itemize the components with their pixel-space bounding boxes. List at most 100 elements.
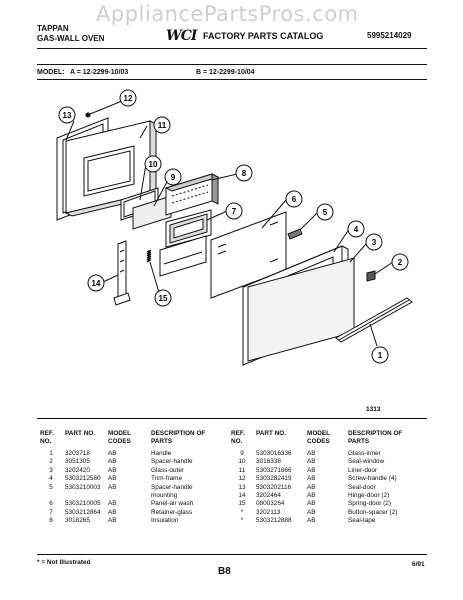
description-cell: Seal-window (348, 458, 385, 466)
part-number-cell: 3202420 (65, 466, 90, 474)
callout-14: 14 (87, 274, 105, 292)
svg-text:15: 15 (159, 294, 168, 303)
model-code-cell: AB (307, 475, 316, 483)
callout-10: 10 (144, 155, 162, 173)
description-cell: Spacer-handle (151, 458, 193, 466)
ref-cell: 11 (238, 466, 246, 474)
ref-cell: 5 (49, 483, 53, 491)
model-code-cell: AB (108, 517, 117, 525)
svg-text:13: 13 (63, 111, 72, 120)
table-row: 8 3018265 AB Insulation (40, 517, 224, 525)
model-code-cell: AB (307, 450, 316, 457)
callout-7: 7 (225, 202, 243, 220)
svg-text:7: 7 (232, 207, 237, 216)
part-number-cell: 08003264 (256, 500, 285, 508)
svg-text:14: 14 (92, 279, 101, 288)
part-number-cell: 5303212888 (256, 517, 292, 525)
footnote: * = Not Illustrated (37, 559, 91, 566)
parts-table-left: REF. NO. PART NO. MODEL CODES DESCRIPTIO… (40, 430, 224, 526)
callout-6: 6 (285, 190, 303, 208)
svg-text:2: 2 (398, 258, 403, 267)
svg-text:6: 6 (292, 195, 297, 204)
description-cell: Insulation (151, 517, 179, 525)
ref-cell: 4 (49, 475, 53, 483)
ref-cell: 8 (49, 517, 53, 525)
model-code-cell: AB (307, 500, 316, 508)
doc-number: 5995214029 (367, 31, 412, 40)
part-number-cell: 5303212580 (65, 475, 101, 483)
exploded-parts-diagram: 1 2 3 4 5 6 7 8 9 10 11 12 13 14 15 1313 (56, 89, 413, 413)
ref-cell: 12 (238, 475, 246, 483)
ref-cell: 14 (238, 492, 246, 500)
part-number-cell: 3018265 (65, 517, 90, 525)
model-code-cell (108, 492, 151, 500)
ref-cell: 13 (238, 483, 246, 491)
svg-text:4: 4 (354, 225, 359, 234)
part-number-cell: 5303016336 (256, 450, 292, 457)
ref-cell (40, 492, 65, 500)
catalog-title: FACTORY PARTS CATALOG (203, 31, 324, 41)
model-rule-bottom (37, 79, 427, 80)
description-cell: Spring-door (2) (348, 500, 391, 508)
col-codes: MODEL CODES (108, 430, 131, 445)
description-cell: Glass-outer (151, 466, 185, 474)
description-cell: Glass-inner (348, 450, 381, 457)
part-number-cell: 5303202116 (256, 483, 292, 491)
callout-12: 12 (119, 89, 137, 107)
wci-logo: WCI (166, 28, 197, 44)
insulation-part (164, 173, 220, 216)
callout-15: 15 (154, 289, 172, 307)
col-desc: DESCRIPTION OF PARTS (348, 430, 403, 445)
model-a: A = 12-2299-10/03 (70, 69, 129, 76)
table-row: mounting (40, 492, 224, 500)
svg-text:12: 12 (124, 94, 133, 103)
screw-part (85, 109, 101, 118)
part-number-cell: 5303282419 (256, 475, 292, 483)
col-ref: REF. NO. (40, 430, 54, 445)
callout-9: 9 (164, 168, 182, 186)
description-cell: Liner-door (348, 466, 378, 474)
handle-spacer-mount-part (287, 228, 303, 240)
description-cell: Button-spacer (2) (348, 508, 398, 516)
part-number-cell: 3051305 (65, 458, 90, 466)
callout-11: 11 (153, 116, 171, 134)
callout-4: 4 (347, 220, 365, 238)
model-code-cell: AB (307, 458, 316, 466)
description-cell: Screw-handle (4) (348, 475, 397, 483)
inner-glass-part (132, 195, 172, 230)
ref-cell: 1 (49, 450, 53, 457)
model-code-cell: AB (108, 450, 117, 457)
svg-text:3: 3 (372, 238, 377, 247)
part-number-cell: 3016338 (256, 458, 281, 466)
parts-table-right: REF. NO. PART NO. MODEL CODES DESCRIPTIO… (231, 430, 421, 526)
part-number-cell: 5303210003 (65, 483, 101, 491)
product-name: GAS-WALL OVEN (37, 34, 105, 43)
ref-cell: 7 (49, 508, 53, 516)
description-cell: Retainer-glass (151, 508, 193, 516)
description-cell: Seal-door (348, 483, 376, 491)
model-code-cell: AB (307, 508, 316, 516)
model-code-cell: AB (108, 475, 117, 483)
col-part: PART NO. (65, 430, 96, 437)
model-code-cell: AB (307, 517, 316, 525)
table-row: 12 5303282419 AB Screw-handle (4) (231, 475, 421, 483)
col-ref: REF. NO. (231, 430, 245, 445)
spring-part (146, 249, 152, 263)
description-cell: Panel-air wash (151, 500, 194, 508)
ref-cell: * (240, 517, 244, 525)
model-code-cell: AB (108, 500, 117, 508)
description-cell: mounting (151, 492, 178, 500)
model-rule-top (37, 64, 427, 65)
